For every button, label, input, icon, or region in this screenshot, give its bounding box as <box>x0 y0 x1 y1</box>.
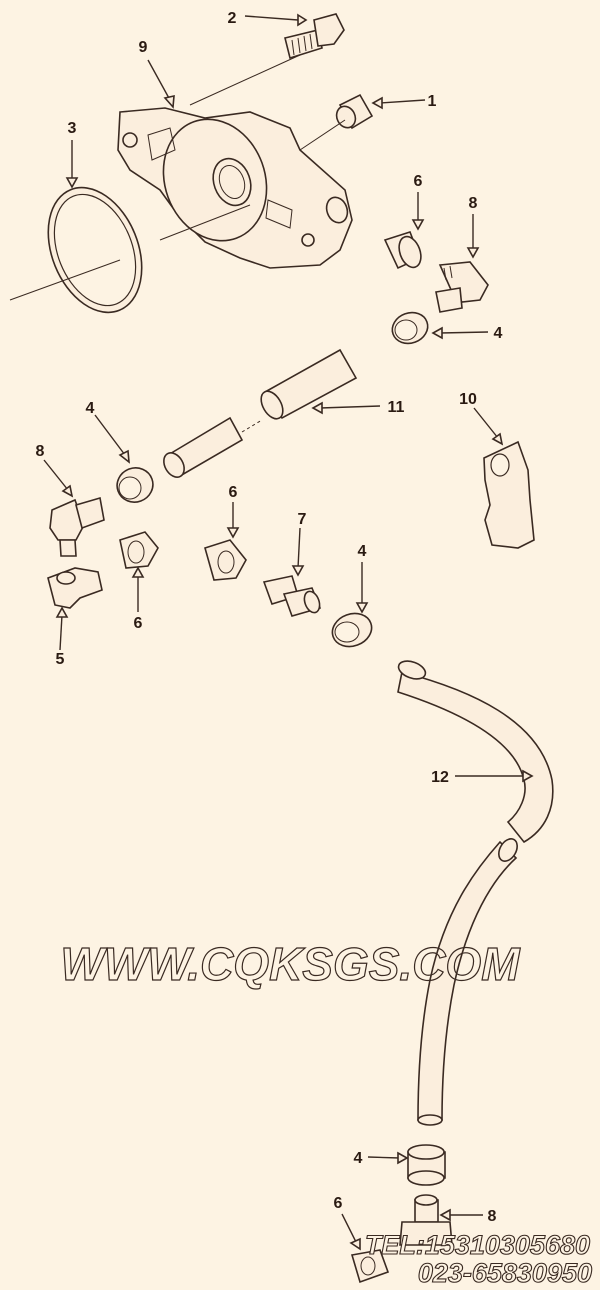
callout-4-upper: 4 <box>494 325 503 342</box>
callout-4-bottom: 4 <box>354 1150 363 1167</box>
mounting-bracket <box>483 440 535 549</box>
bottom-fitting <box>399 1194 453 1246</box>
bolt <box>284 13 345 60</box>
hose-clamp-center <box>331 612 373 648</box>
watermark-tel: TEL:15310305680 <box>365 1230 590 1260</box>
upper-adapter-fitting <box>383 231 422 270</box>
watermark-site: WWW.CQKSGS.COM <box>60 938 521 990</box>
hose-clamp-bottom <box>407 1144 446 1186</box>
callout-9: 9 <box>139 39 148 56</box>
callout-5: 5 <box>56 651 65 668</box>
callout-2: 2 <box>228 10 237 27</box>
hose-clamp-left <box>116 467 154 503</box>
leader-arrows <box>43 13 534 1251</box>
callout-4-center: 4 <box>358 543 367 560</box>
o-ring <box>47 186 143 314</box>
hose-clamp-upper <box>391 311 429 345</box>
callout-1: 1 <box>428 93 437 110</box>
center-adapter-fitting <box>204 539 247 581</box>
callout-6-center: 6 <box>229 484 238 501</box>
hose-bent <box>397 660 554 1126</box>
watermark-phone: 023-65830950 <box>418 1258 592 1288</box>
callout-6-bottom: 6 <box>334 1195 343 1212</box>
thermostat-housing <box>117 107 353 269</box>
callout-6-left: 6 <box>134 615 143 632</box>
left-elbow <box>49 496 105 557</box>
callout-11: 11 <box>388 399 405 416</box>
hose-straight <box>163 348 358 478</box>
callout-7: 7 <box>298 511 307 528</box>
left-adapter-fitting <box>119 531 159 569</box>
upper-elbow <box>435 261 489 313</box>
callout-10: 10 <box>459 391 477 408</box>
callout-3: 3 <box>68 120 77 137</box>
lower-left-elbow <box>47 567 103 609</box>
callout-8-left: 8 <box>36 443 45 460</box>
callout-8-upper: 8 <box>469 195 478 212</box>
callout-6-upper: 6 <box>414 173 423 190</box>
connector-fitting <box>262 575 322 617</box>
callout-12: 12 <box>431 769 449 786</box>
bottom-left-fitting <box>350 1249 390 1284</box>
plug <box>335 93 374 130</box>
callout-8-bottom: 8 <box>488 1208 497 1225</box>
callout-4-left: 4 <box>86 400 95 417</box>
